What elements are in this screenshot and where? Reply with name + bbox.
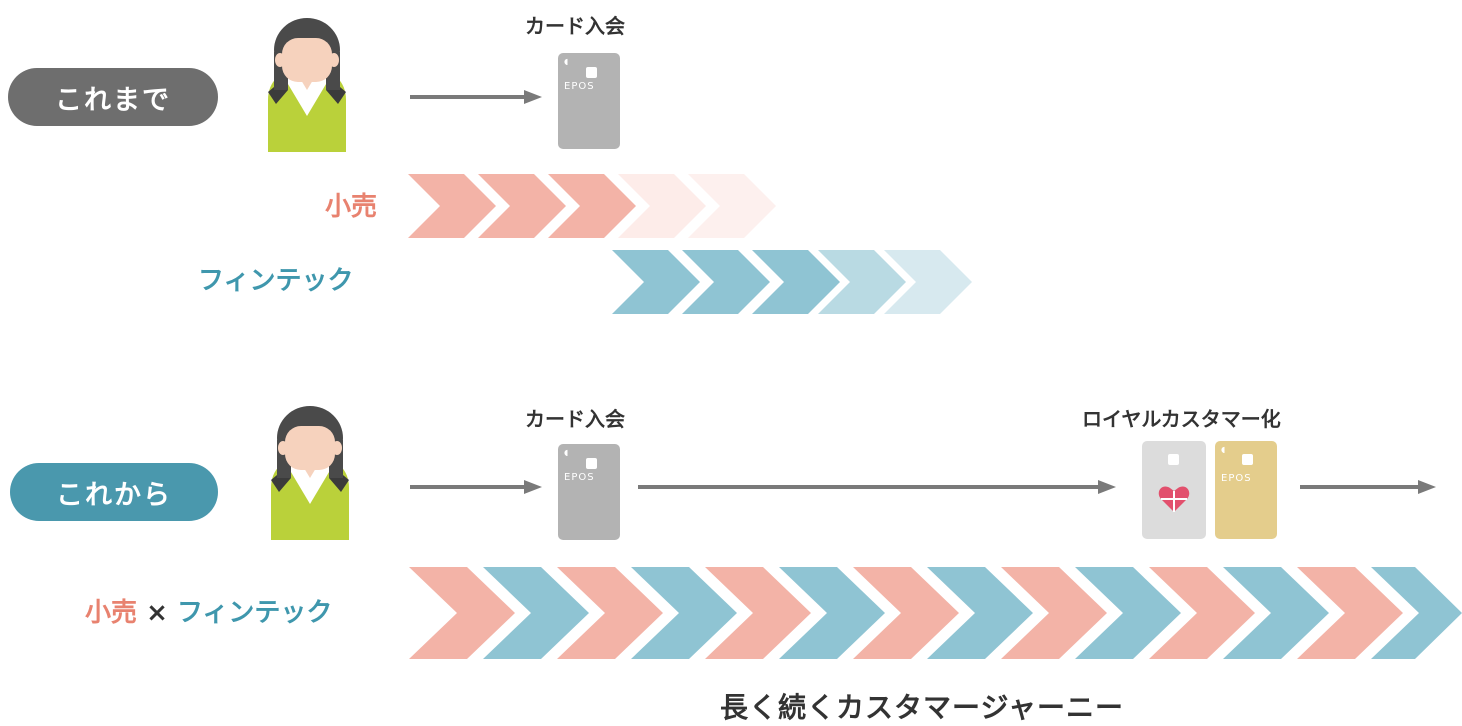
nfc-icon: ◖ (564, 57, 569, 66)
chip-icon (586, 458, 597, 469)
epos-card-before: ◖ EPOS (558, 53, 620, 149)
after-combo-label: 小売 × フィンテック (85, 592, 332, 629)
chevron-row (409, 567, 1462, 659)
arrow-after-3 (1300, 480, 1436, 494)
before-pill: これまで (8, 68, 218, 126)
before-pill-label: これまで (55, 84, 171, 116)
woman-icon-before (268, 18, 346, 152)
after-retail-label: 小売 (85, 598, 138, 628)
before-fintech-label: フィンテック (198, 266, 354, 296)
after-caption-join: カード入会 (525, 407, 625, 431)
before-caption-join: カード入会 (525, 14, 625, 38)
before-fintech-chevrons (612, 250, 972, 314)
epos-gold-card: ◖ EPOS (1215, 441, 1277, 539)
heart-card (1142, 441, 1206, 539)
journey-label: 長く続くカスタマージャーニー (720, 691, 1125, 724)
after-journey-chevrons (409, 567, 1462, 659)
after-fintech-label: フィンテック (176, 598, 333, 628)
arrow-after-2 (638, 480, 1116, 494)
after-caption-loyal: ロイヤルカスタマー化 (1082, 407, 1281, 431)
epos-card-after: ◖ EPOS (558, 444, 620, 540)
before-retail-label: 小売 (325, 192, 378, 222)
after-pill-label: これから (56, 479, 172, 511)
chip-icon (586, 67, 597, 78)
chip-icon (1168, 454, 1179, 465)
chip-icon (1242, 454, 1253, 465)
arrow-after-1 (410, 480, 542, 494)
before-retail-chevrons (408, 174, 776, 238)
arrow-before (410, 90, 542, 104)
nfc-icon: ◖ (564, 448, 569, 457)
card-logo: EPOS (1221, 473, 1252, 484)
times-symbol: × (146, 598, 168, 628)
nfc-icon: ◖ (1221, 445, 1226, 454)
card-logo: EPOS (564, 472, 595, 483)
woman-icon-after (271, 406, 349, 540)
heart-icon (1158, 486, 1190, 512)
after-pill: これから (10, 463, 218, 521)
card-logo: EPOS (564, 81, 595, 92)
